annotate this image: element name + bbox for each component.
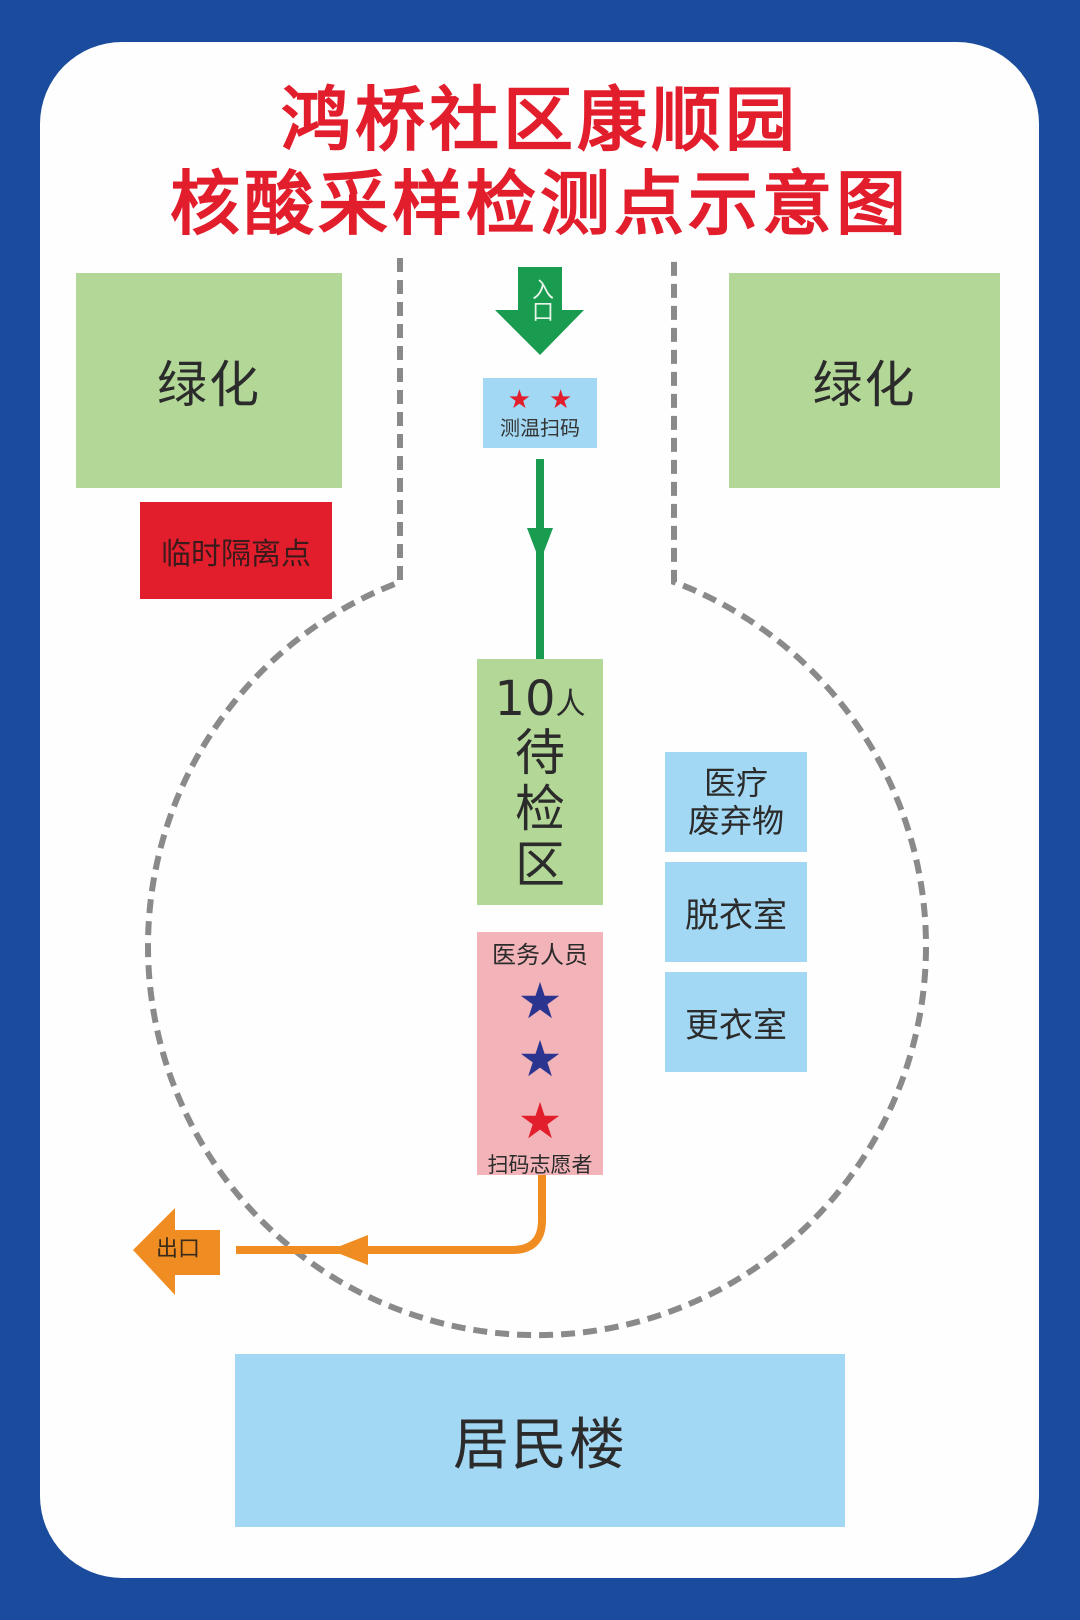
greenery-right-label: 绿化: [812, 355, 917, 414]
boundary-dashed-line: [145, 258, 929, 1339]
volunteer-label: 扫码志愿者: [487, 1153, 593, 1177]
entrance-label: 入口: [528, 278, 553, 322]
waiting-label-char: 检: [515, 780, 565, 838]
entrance-flow-arrowhead: [527, 528, 553, 562]
greenery-left: 绿化: [76, 273, 342, 488]
medical-staff-label: 医务人员: [492, 941, 588, 969]
medical-staff-star-icon: ★: [517, 972, 563, 1030]
scanner-star-icon: ★: [549, 385, 573, 415]
medical-staff-star-icon: ★: [517, 1030, 563, 1088]
title-line-1: 鸿桥社区康顺园: [281, 79, 799, 161]
exit-flow-arrowhead: [330, 1235, 368, 1265]
medical-waste-label-line2: 废弃物: [687, 802, 784, 840]
change-room: 更衣室: [665, 972, 807, 1072]
residential-building: 居民楼: [235, 1354, 845, 1527]
residential-building-label: 居民楼: [453, 1413, 627, 1478]
waiting-capacity: 10: [494, 671, 556, 727]
sampling-staff-zone: 医务人员 ★ ★ ★ 扫码志愿者: [477, 932, 603, 1177]
medical-waste-zone: 医疗 废弃物: [665, 752, 807, 852]
waiting-label-char: 待: [515, 724, 565, 782]
exit-flow-line: [236, 1175, 546, 1254]
waiting-area: 10 人 待 检 区: [477, 659, 603, 905]
undress-room-label: 脱衣室: [685, 895, 787, 936]
title-line-2: 核酸采样检测点示意图: [170, 163, 910, 245]
isolation-label: 临时隔离点: [161, 536, 311, 572]
waiting-label-char: 区: [515, 836, 565, 894]
entrance-arrow-icon: [495, 267, 584, 355]
undress-room: 脱衣室: [665, 862, 807, 962]
greenery-left-label: 绿化: [157, 355, 261, 414]
volunteer-star-icon: ★: [517, 1092, 563, 1150]
medical-waste-label-line1: 医疗: [703, 764, 768, 802]
temperature-scan-station: ★ ★ 测温扫码: [483, 378, 597, 448]
change-room-label: 更衣室: [685, 1005, 787, 1046]
greenery-right: 绿化: [729, 273, 1000, 488]
exit-arrow-icon: [133, 1208, 220, 1295]
scanner-star-icon: ★: [507, 385, 531, 415]
temporary-isolation-zone: 临时隔离点: [140, 502, 332, 599]
waiting-capacity-unit: 人: [555, 687, 586, 722]
temperature-scan-label: 测温扫码: [500, 416, 580, 440]
exit-label: 出口: [156, 1237, 201, 1262]
